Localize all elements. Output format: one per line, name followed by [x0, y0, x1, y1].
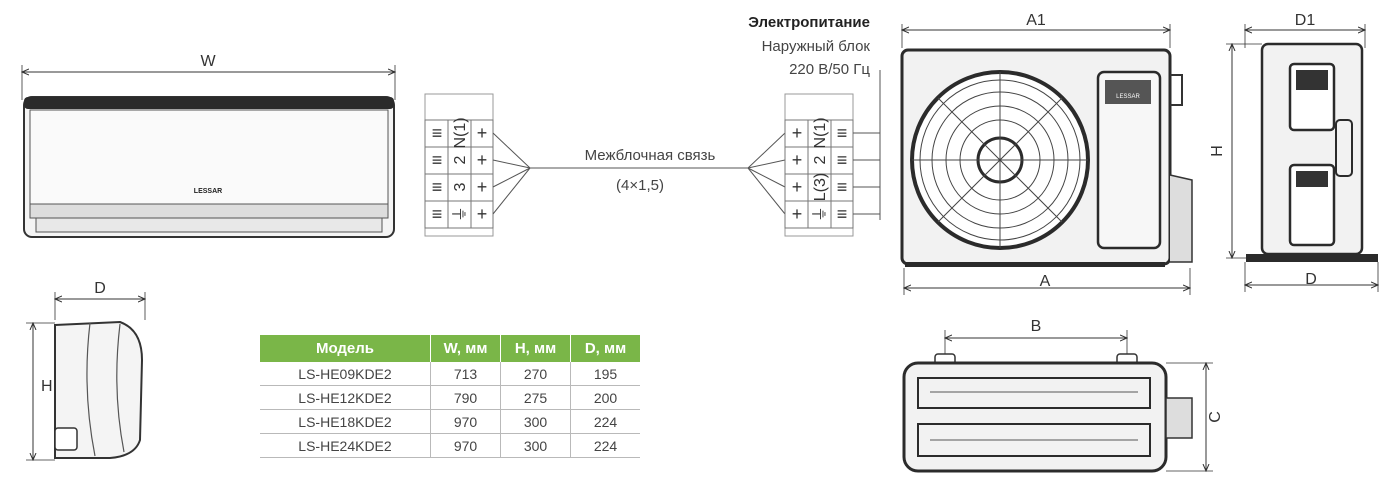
dimension-label-d-outdoor: D: [1305, 271, 1317, 288]
outdoor-unit-side: D1 H D: [1209, 12, 1378, 292]
cell-model: LS-HE12KDE2: [260, 385, 431, 410]
dimension-label-w: W: [200, 53, 216, 70]
header-h: H, мм: [500, 335, 571, 362]
svg-text:≡: ≡: [432, 204, 443, 224]
power-spec: 220 В/50 Гц: [789, 61, 870, 78]
indoor-terminal-1: N(1): [452, 117, 469, 148]
table-header-row: Модель W, мм H, мм D, мм: [260, 335, 640, 362]
model-dimensions-table: Модель W, мм H, мм D, мм LS-HE09KDE2 713…: [260, 335, 640, 458]
indoor-unit-front: W LESSAR: [22, 53, 395, 238]
header-w: W, мм: [430, 335, 501, 362]
cell-d: 195: [570, 362, 640, 386]
svg-text:+: +: [477, 204, 488, 224]
svg-text:≡: ≡: [432, 123, 443, 143]
outdoor-terminal-3: L(3): [812, 173, 829, 201]
indoor-terminal-block: ≡ ≡ ≡ ≡ + + + + N(1) 2 3 ⏚: [424, 93, 494, 237]
table-row: LS-HE09KDE2 713 270 195: [260, 362, 640, 386]
cell-model: LS-HE18KDE2: [260, 409, 431, 434]
dimension-label-a1: A1: [1026, 12, 1046, 29]
connection-label: Межблочная связь: [585, 147, 716, 164]
svg-text:≡: ≡: [432, 150, 443, 170]
dimension-label-c: C: [1207, 411, 1224, 423]
table-row: LS-HE12KDE2 790 275 200: [260, 385, 640, 410]
dimension-label-b: B: [1031, 318, 1042, 335]
dimension-label-h-indoor: H: [41, 378, 53, 395]
cell-d: 200: [570, 385, 640, 410]
cell-h: 270: [500, 362, 571, 386]
cell-d: 224: [570, 433, 640, 458]
connection-cable-spec: (4×1,5): [616, 177, 664, 194]
cell-h: 300: [500, 433, 571, 458]
svg-text:+: +: [477, 123, 488, 143]
svg-text:+: +: [792, 204, 803, 224]
cell-w: 970: [430, 409, 501, 434]
indoor-terminal-ground: ⏚: [451, 206, 469, 222]
indoor-terminal-3: 3: [452, 182, 469, 191]
cell-d: 224: [570, 409, 640, 434]
outdoor-terminal-ground: ⏚: [811, 206, 829, 222]
indoor-logo: LESSAR: [194, 188, 222, 195]
outdoor-unit-front: A1 LESSAR A: [900, 12, 1193, 295]
outdoor-terminal-2: 2: [812, 155, 829, 164]
svg-text:+: +: [477, 150, 488, 170]
svg-text:≡: ≡: [837, 204, 848, 224]
indoor-unit-side: D H: [26, 280, 145, 460]
cell-w: 970: [430, 433, 501, 458]
svg-text:+: +: [792, 177, 803, 197]
cell-model: LS-HE24KDE2: [260, 433, 431, 458]
table-row: LS-HE24KDE2 970 300 224: [260, 433, 640, 458]
outdoor-unit-top: B C: [902, 318, 1224, 473]
header-model: Модель: [260, 335, 431, 362]
power-unit: Наружный блок: [762, 38, 871, 55]
dimension-label-d: D: [94, 280, 106, 297]
table-row: LS-HE18KDE2 970 300 224: [260, 409, 640, 434]
indoor-terminal-2: 2: [452, 155, 469, 164]
power-title: Электропитание: [748, 14, 870, 31]
dimension-label-h-outdoor: H: [1209, 145, 1226, 157]
dimension-label-a: A: [1040, 273, 1051, 290]
svg-text:≡: ≡: [837, 123, 848, 143]
header-d: D, мм: [570, 335, 640, 362]
outdoor-terminal-block: + + + + ≡ ≡ ≡ ≡ N(1) 2 L(3) ⏚: [784, 70, 881, 237]
cell-model: LS-HE09KDE2: [260, 362, 431, 386]
cell-h: 275: [500, 385, 571, 410]
svg-text:+: +: [792, 150, 803, 170]
svg-text:≡: ≡: [837, 150, 848, 170]
cell-h: 300: [500, 409, 571, 434]
interconnect-cable: [492, 132, 786, 215]
svg-text:≡: ≡: [432, 177, 443, 197]
outdoor-terminal-1: N(1): [812, 117, 829, 148]
svg-text:+: +: [792, 123, 803, 143]
outdoor-logo: LESSAR: [1116, 94, 1140, 100]
cell-w: 790: [430, 385, 501, 410]
svg-text:≡: ≡: [837, 177, 848, 197]
cell-w: 713: [430, 362, 501, 386]
dimension-label-d1: D1: [1295, 12, 1316, 29]
svg-text:+: +: [477, 177, 488, 197]
